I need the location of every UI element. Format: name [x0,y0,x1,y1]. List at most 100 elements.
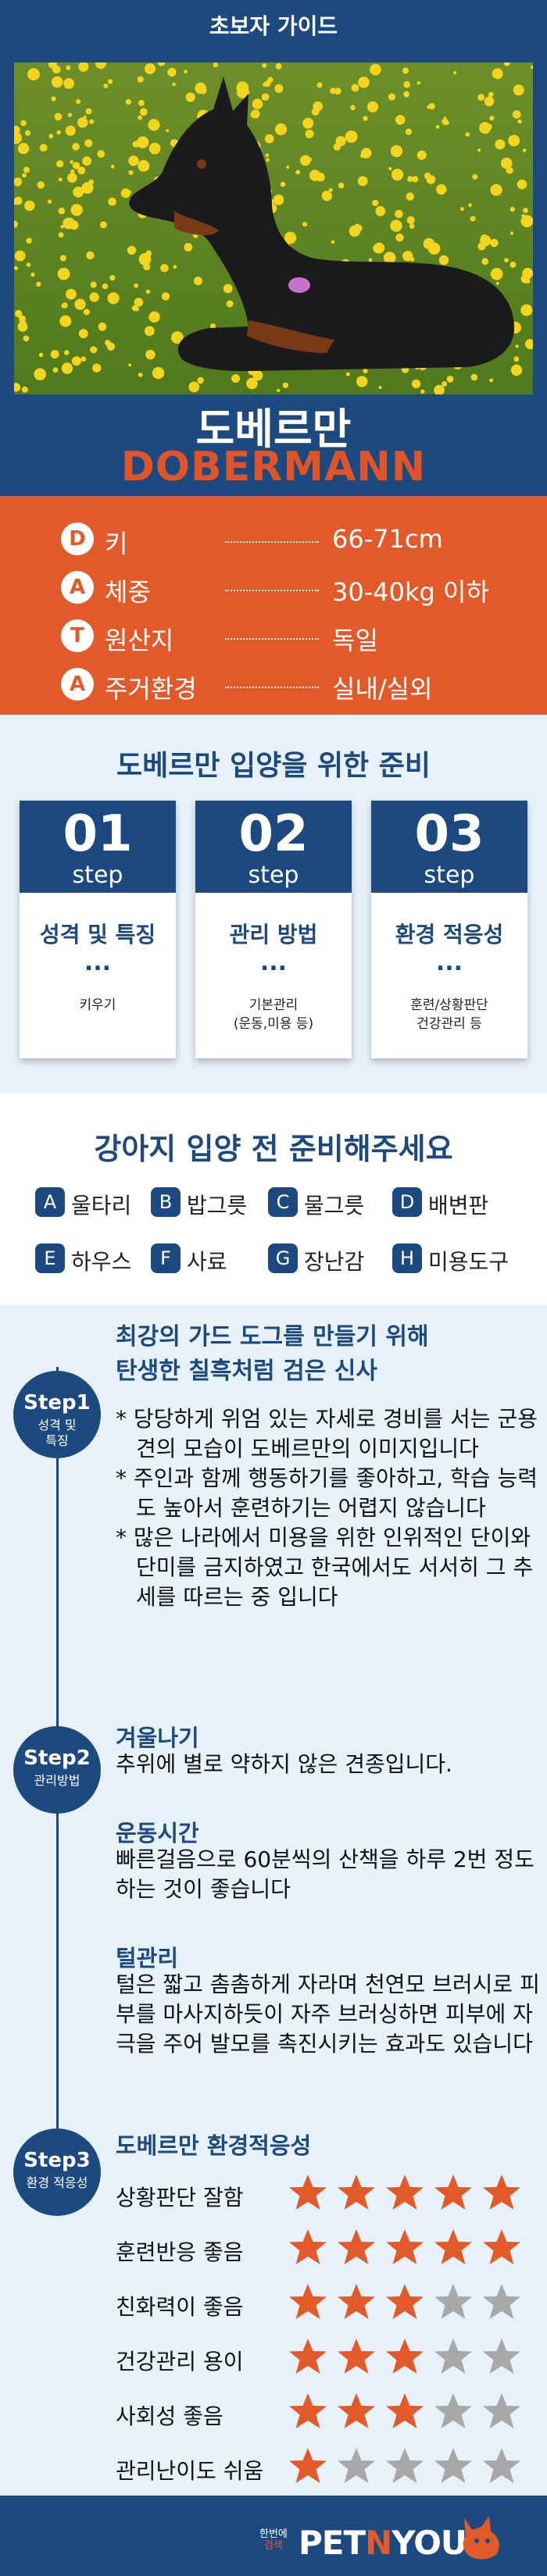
logo-part: PET [299,2524,366,2562]
step-description: 훈련/상황판단 건강관리 등 [371,996,527,1033]
star-empty-icon [386,2448,424,2483]
step-card-header: 01 step [20,801,176,893]
hero-section: 초보자 가이드 [0,0,547,496]
item-badge: H [392,1243,422,1273]
stat-label: 키 [105,529,128,558]
footer: 한번에 검색 PETNYOU [0,2496,547,2576]
stat-badge: A [61,571,94,604]
star-filled-icon [289,2448,327,2483]
item-badge: E [35,1243,65,1273]
star-empty-icon [483,2284,520,2319]
rating-row: 상황판단 잘함 [116,2171,522,2217]
star-empty-icon [483,2393,520,2428]
petnyou-logo[interactable]: PETNYOU [299,2524,467,2562]
star-filled-icon [289,2229,327,2264]
item-label: 미용도구 [428,1249,509,1275]
breed-stats: D 키 66-71cm A 체중 30-40kg 이하 T 원산지 독일 A 주… [0,496,547,715]
badge-sub-text: 환경 적응성 [26,2175,88,2190]
wintering-text: 추위에 별로 약하지 않은 견종입니다. [116,1751,452,1777]
star-filled-icon [434,2229,472,2264]
step-desc-line: 훈련/상황판단 [410,997,488,1013]
step-title: 환경 적응성 [395,922,504,947]
star-filled-icon [289,2284,327,2319]
step-ellipsis: ... [259,949,288,976]
step-desc-line: 키우기 [79,997,116,1013]
step-title: 관리 방법 [229,922,318,947]
dotted-leader [225,541,319,543]
step-card-03[interactable]: 03 step 환경 적응성 ... 훈련/상황판단 건강관리 등 [371,801,527,1058]
stat-value: 66-71cm [332,524,443,554]
wintering-heading: 겨울나기 [116,1725,199,1751]
coat-care-text: 털은 짧고 촘촘하게 자라며 천연모 브러시로 피부를 마사지하듯이 자주 브러… [116,1971,540,2057]
star-filled-icon [289,2175,327,2210]
coat-care-heading: 털관리 [116,1945,179,1971]
star-filled-icon [338,2393,375,2428]
item-badge: A [35,1187,65,1217]
rating-label: 관리난이도 쉬움 [116,2458,264,2484]
step1-badge: Step1 성격 및 특징 [13,1371,101,1458]
tagline-line: 검색 [263,2540,283,2552]
item-badge: C [268,1187,298,1217]
step-description: 기본관리 (운동,미용 등) [195,996,352,1033]
dog-silhouette [129,77,514,372]
star-filled-icon [289,2393,327,2428]
star-empty-icon [434,2284,472,2319]
badge-sub-line: 성격 및 [38,1418,77,1432]
stat-label: 체중 [105,577,151,607]
star-empty-icon [338,2448,375,2483]
stat-label: 원산지 [105,626,174,655]
dotted-leader [225,638,319,640]
step-desc-line: (운동,미용 등) [233,1016,314,1032]
step-number: 02 [238,805,309,863]
star-filled-icon [434,2175,472,2210]
rating-label: 상황판단 잘함 [116,2185,244,2210]
star-empty-icon [434,2448,472,2483]
logo-part: YOU [391,2524,467,2562]
item-label: 장난감 [304,1249,365,1275]
item-label: 하우스 [71,1249,132,1275]
step1-bullets: * 당당하게 위엄 있는 자세로 경비를 서는 군용견의 모습이 도베르만의 이… [116,1404,542,1612]
breed-name-english: DOBERMANN [120,444,427,491]
rating-row: 훈련반응 좋음 [116,2226,522,2271]
item-label: 울타리 [71,1193,132,1218]
rating-label: 훈련반응 좋음 [116,2239,244,2265]
step-card-01[interactable]: 01 step 성격 및 특징 ... 키우기 [20,801,176,1058]
step2-badge: Step2 관리방법 [13,1726,101,1814]
step-word: step [72,862,123,889]
stat-weight: A 체중 30-40kg 이하 [0,563,547,612]
badge-sub-line: 특징 [45,1433,69,1448]
step-card-02[interactable]: 02 step 관리 방법 ... 기본관리 (운동,미용 등) [195,801,352,1058]
step1-headline: 최강의 가드 도그를 만들기 위해 탄생한 칠흑처럼 검은 신사 [116,1320,429,1389]
step-word: step [424,862,475,889]
dobermann-photo [14,62,533,394]
exercise-text: 빠른걸음으로 60분씩의 산책을 하루 2번 정도 하는 것이 좋습니다 [116,1846,534,1902]
headline-line: 탄생한 칠흑처럼 검은 신사 [116,1358,377,1385]
step3-badge: Step3 환경 적응성 [13,2128,101,2216]
rating-label: 친화력이 좋음 [116,2294,244,2320]
step-title: 성격 및 특징 [39,922,156,947]
star-filled-icon [386,2175,424,2210]
step-desc-line: 건강관리 등 [417,1016,482,1032]
star-filled-icon [338,2339,375,2374]
rating-label: 건강관리 용이 [116,2349,244,2374]
star-empty-icon [483,2448,520,2483]
badge-step-text: Step3 [23,2149,91,2172]
stat-badge: A [61,668,94,701]
bullet-item: * 주인과 함께 행동하기를 좋아하고, 학습 능력도 높아서 훈련하기는 어렵… [116,1465,538,1521]
star-filled-icon [338,2284,375,2319]
star-filled-icon [338,2229,375,2264]
star-empty-icon [483,2339,520,2374]
item-label: 물그릇 [304,1193,365,1218]
stat-origin: T 원산지 독일 [0,612,547,660]
rating-row: 친화력이 좋음 [116,2281,522,2326]
stat-value: 독일 [332,626,378,655]
stat-height: D 키 66-71cm [0,515,547,563]
step-desc-line: 기본관리 [248,997,299,1013]
dotted-leader [225,687,319,688]
tagline-line: 한번에 [259,2528,288,2540]
stat-label: 주거환경 [105,674,197,704]
rating-row: 건강관리 용이 [116,2335,522,2381]
badge-sub-text: 관리방법 [34,1773,80,1788]
star-filled-icon [483,2229,520,2264]
